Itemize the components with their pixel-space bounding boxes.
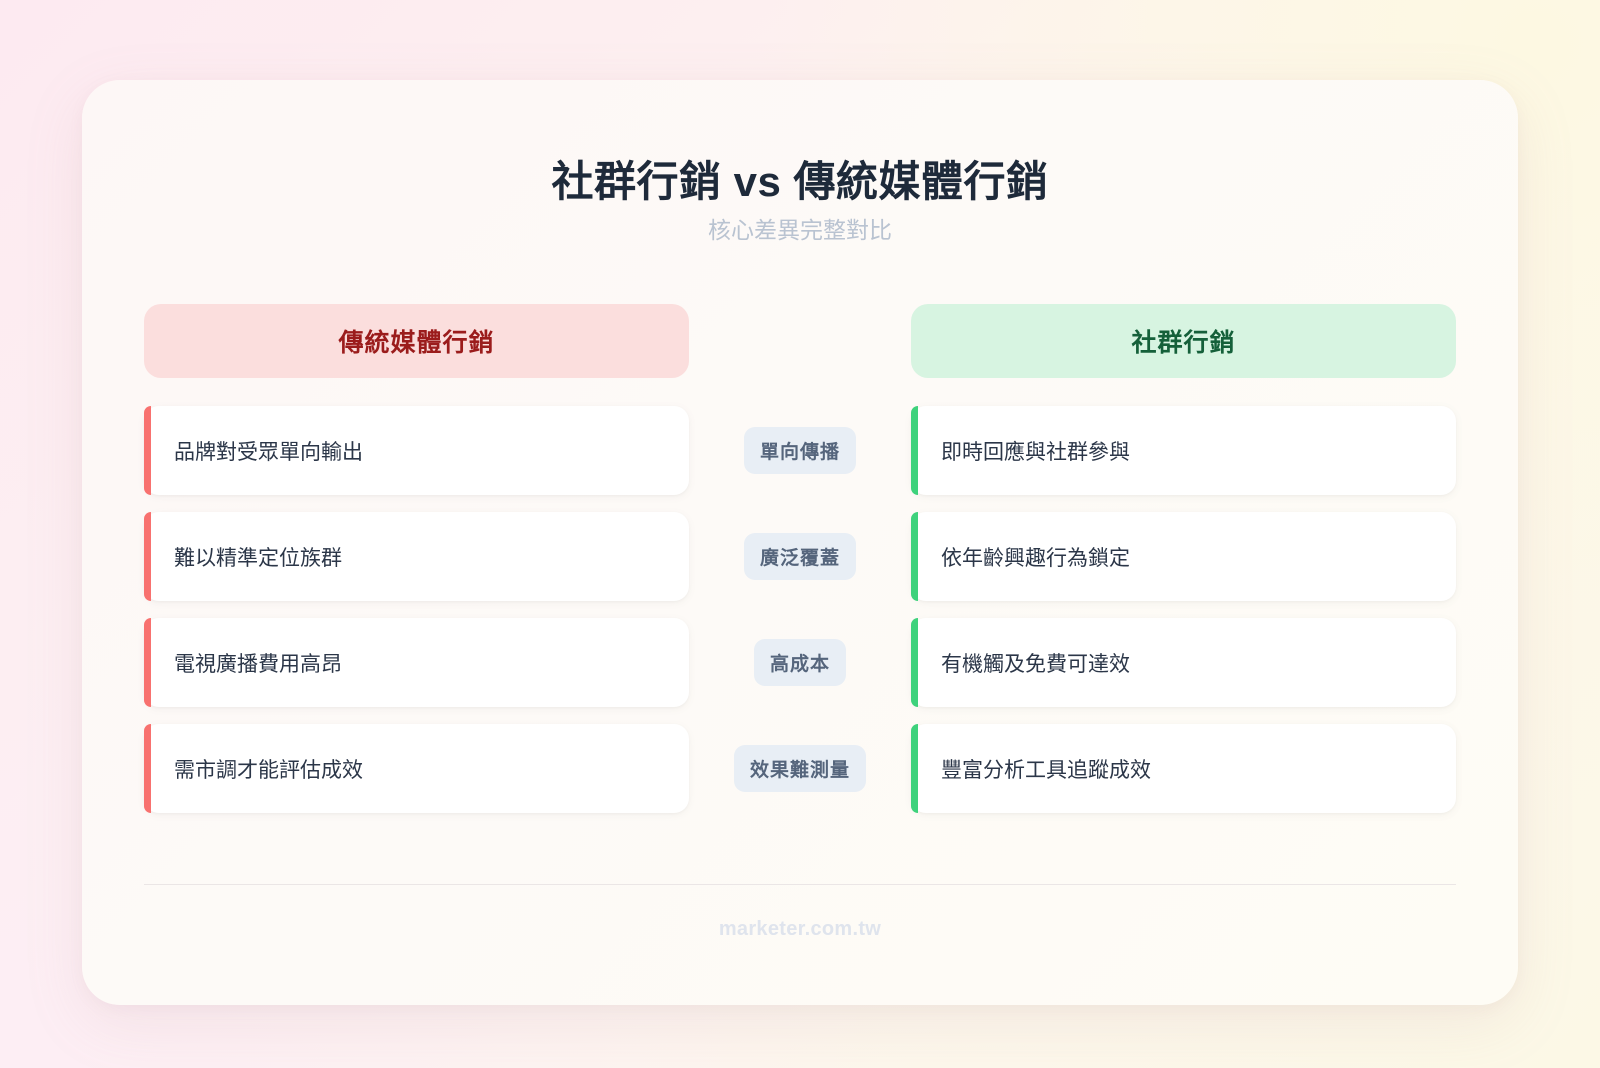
social-item: 即時回應與社群參與 [911, 406, 1456, 495]
column-header-traditional: 傳統媒體行銷 [144, 304, 689, 378]
comparison-grid: 傳統媒體行銷 社群行銷 品牌對受眾單向輸出 單向傳播 即時回應與社群參與 [144, 304, 1456, 830]
comparison-aspect-label: 效果難測量 [733, 745, 866, 792]
row-middle-wrap: 高成本 [689, 639, 911, 686]
social-item: 依年齡興趣行為鎖定 [911, 512, 1456, 601]
row-right-wrap: 即時回應與社群參與 [911, 406, 1456, 495]
row-left-wrap: 難以精準定位族群 [144, 512, 689, 601]
row-middle-wrap: 廣泛覆蓋 [689, 533, 911, 580]
traditional-item: 品牌對受眾單向輸出 [144, 406, 689, 495]
comparison-aspect-label: 高成本 [753, 639, 846, 686]
row-right-wrap: 有機觸及免費可達效 [911, 618, 1456, 707]
row-left-wrap: 品牌對受眾單向輸出 [144, 406, 689, 495]
comparison-row: 難以精準定位族群 廣泛覆蓋 依年齡興趣行為鎖定 [144, 512, 1456, 601]
comparison-row: 品牌對受眾單向輸出 單向傳播 即時回應與社群參與 [144, 406, 1456, 495]
row-right-wrap: 依年齡興趣行為鎖定 [911, 512, 1456, 601]
row-left-wrap: 需市調才能評估成效 [144, 724, 689, 813]
row-middle-wrap: 效果難測量 [689, 745, 911, 792]
column-header-social: 社群行銷 [911, 304, 1456, 378]
comparison-aspect-label: 廣泛覆蓋 [743, 533, 856, 580]
traditional-item: 需市調才能評估成效 [144, 724, 689, 813]
row-middle-wrap: 單向傳播 [689, 427, 911, 474]
comparison-row: 電視廣播費用高昂 高成本 有機觸及免費可達效 [144, 618, 1456, 707]
footer-site-label: marketer.com.tw [718, 918, 882, 940]
page-title: 社群行銷 vs 傳統媒體行銷 [551, 158, 1049, 205]
page-subtitle: 核心差異完整對比 [708, 217, 892, 243]
comparison-aspect-label: 單向傳播 [743, 427, 856, 474]
traditional-item: 電視廣播費用高昂 [144, 618, 689, 707]
social-item: 有機觸及免費可達效 [911, 618, 1456, 707]
column-header-row: 傳統媒體行銷 社群行銷 [144, 304, 1456, 378]
footer-divider [144, 884, 1456, 885]
traditional-item: 難以精準定位族群 [144, 512, 689, 601]
comparison-row: 需市調才能評估成效 效果難測量 豐富分析工具追蹤成效 [144, 724, 1456, 813]
social-item: 豐富分析工具追蹤成效 [911, 724, 1456, 813]
row-right-wrap: 豐富分析工具追蹤成效 [911, 724, 1456, 813]
comparison-card: 社群行銷 vs 傳統媒體行銷 核心差異完整對比 傳統媒體行銷 社群行銷 品牌對受… [82, 80, 1518, 1005]
row-left-wrap: 電視廣播費用高昂 [144, 618, 689, 707]
column-header-right-wrap: 社群行銷 [911, 304, 1456, 378]
column-header-left-wrap: 傳統媒體行銷 [144, 304, 689, 378]
